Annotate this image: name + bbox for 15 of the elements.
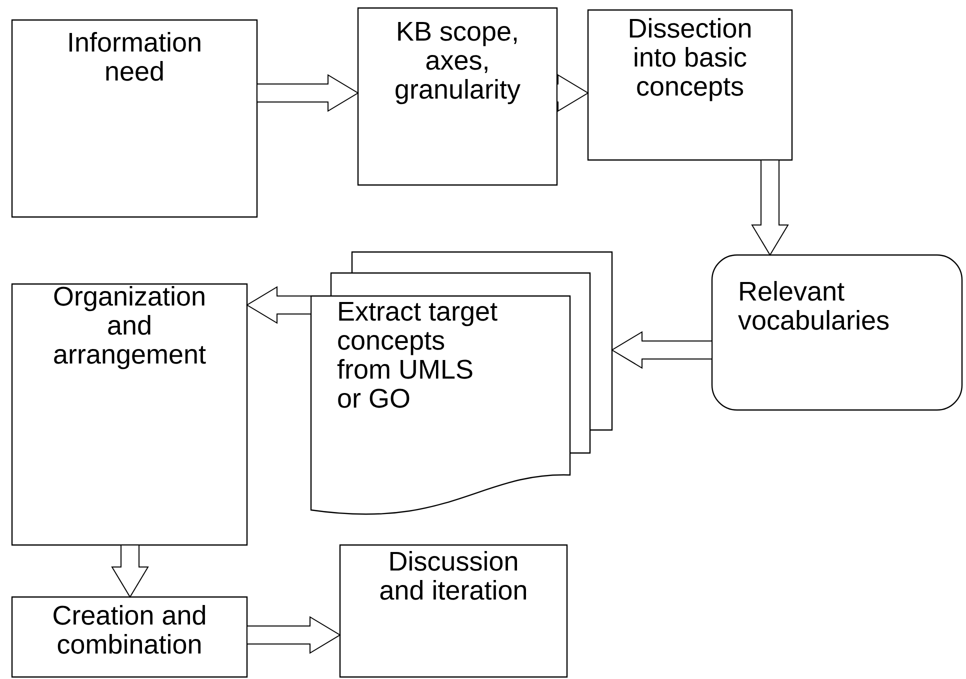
rounded-box: Relevant vocabularies [711,254,963,411]
block-arrow [256,74,359,112]
block-arrow [111,544,149,598]
block-arrow [246,286,312,324]
block-arrow [556,74,589,112]
block-arrow [751,160,789,256]
process-box: KB scope, axes, granularity [357,7,558,186]
process-box: Creation and combination [11,596,248,678]
process-box: Information need [11,19,258,218]
process-box: Organization and arrangement [11,283,248,546]
block-arrow [611,331,712,369]
process-box: Dissection into basic concepts [587,9,793,161]
block-arrow [246,616,341,654]
document-stack: Extract target concepts from UMLS or GO [310,251,613,515]
process-box: Discussion and iteration [339,544,568,678]
